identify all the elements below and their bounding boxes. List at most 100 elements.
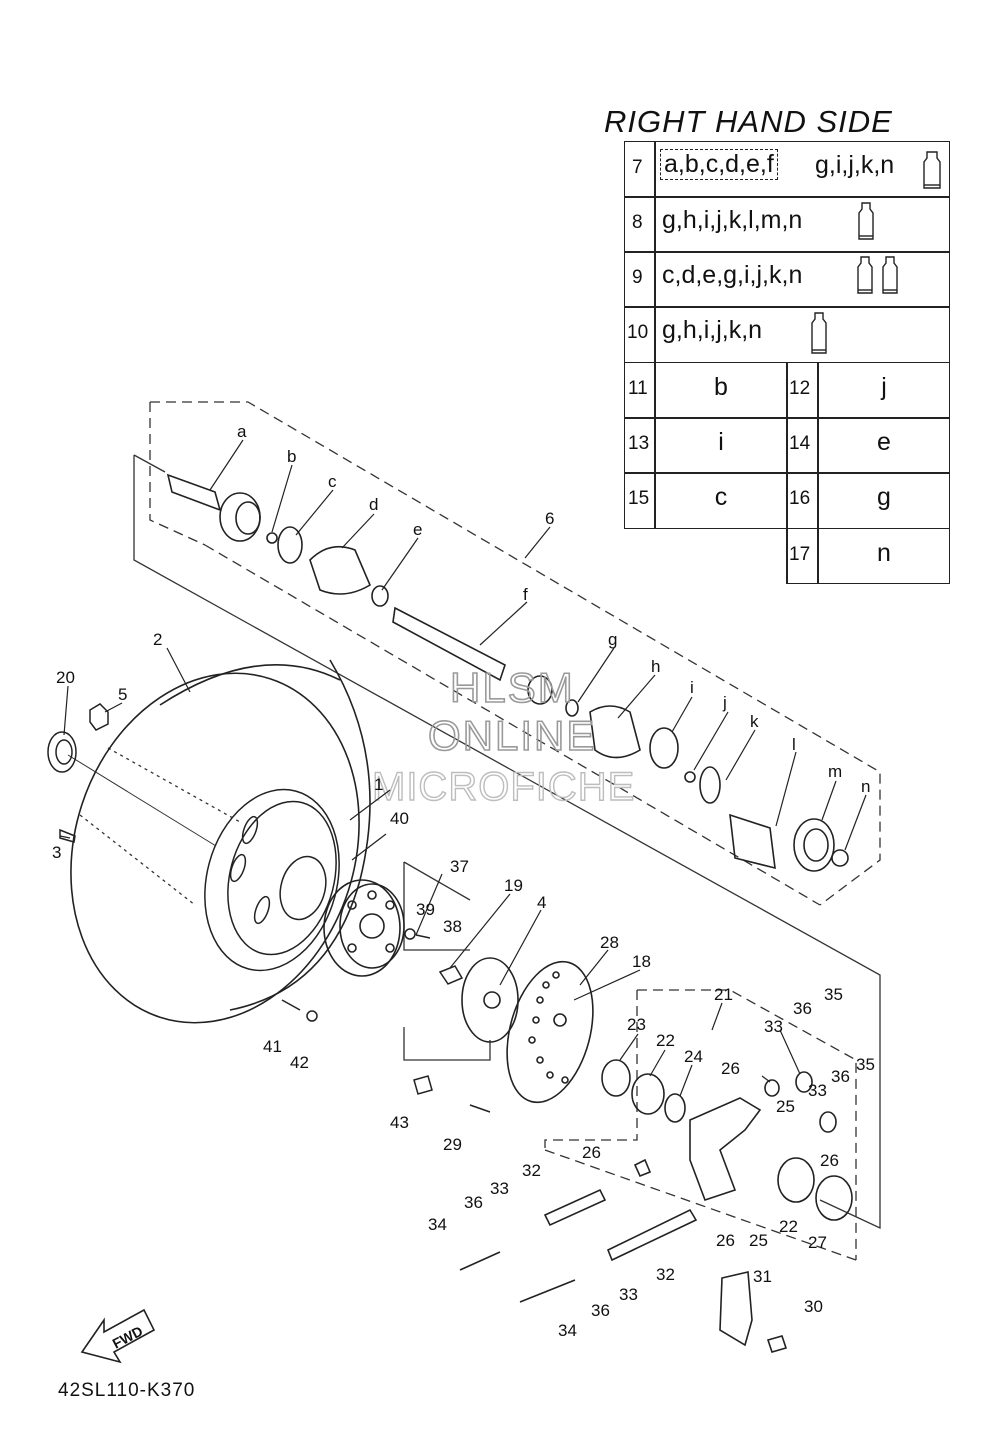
grease-tube-icon: [857, 256, 873, 294]
kit-codes-10: g,h,i,j,k,n: [662, 316, 763, 344]
callout-29: 29: [443, 1135, 462, 1154]
grease-tube-icon: [882, 256, 898, 294]
watermark-line2: ONLINE: [428, 712, 596, 759]
callout-33d: 33: [619, 1285, 638, 1304]
document-code: 42SL110-K370: [58, 1380, 196, 1401]
callout-24: 24: [684, 1047, 703, 1066]
kit-codes-8: g,h,i,j,k,l,m,n: [662, 206, 803, 234]
callout-32a: 32: [522, 1161, 541, 1180]
callout-39: 39: [416, 900, 435, 919]
kit-ref-8: 8: [632, 212, 643, 233]
callout-g: g: [608, 630, 617, 649]
callout-n: n: [861, 777, 870, 796]
kit-boxed-codes-7: a,b,c,d,e,f: [660, 149, 778, 180]
callout-31: 31: [753, 1267, 772, 1286]
callout-21: 21: [714, 985, 733, 1004]
callout-20: 20: [56, 668, 75, 687]
watermark-line1: HLSM: [450, 664, 575, 711]
callout-3: 3: [52, 843, 61, 862]
callout-28: 28: [600, 933, 619, 952]
callout-36a: 36: [793, 999, 812, 1018]
wheel-rim: [204, 788, 340, 972]
callout-18: 18: [632, 952, 651, 971]
side-title: RIGHT HAND SIDE: [604, 104, 893, 139]
callout-c: c: [328, 472, 337, 491]
kit-val-17: n: [877, 539, 891, 567]
callout-34b: 34: [558, 1321, 577, 1340]
steering-knuckle: [459, 1059, 853, 1353]
callout-42: 42: [290, 1053, 309, 1072]
callout-27: 27: [808, 1233, 827, 1252]
callout-6: 6: [545, 509, 554, 528]
kit-val-16: g: [877, 483, 891, 511]
kit-ref-9: 9: [632, 267, 643, 288]
kit-ref-11: 11: [628, 378, 648, 399]
callout-35a: 35: [824, 985, 843, 1004]
callout-j: j: [722, 693, 727, 712]
callout-k: k: [750, 712, 759, 731]
grease-tube-icon: [858, 202, 874, 240]
callout-d: d: [369, 495, 378, 514]
callout-5: 5: [118, 685, 127, 704]
callout-26a: 26: [721, 1059, 740, 1078]
callout-35b: 35: [856, 1055, 875, 1074]
callout-26b: 26: [582, 1143, 601, 1162]
kit-table: [624, 141, 950, 364]
callout-2: 2: [153, 630, 162, 649]
callout-f: f: [523, 585, 528, 604]
callout-36b: 36: [831, 1067, 850, 1086]
callout-1: 1: [374, 775, 383, 794]
callout-23: 23: [627, 1015, 646, 1034]
kit-ref-7: 7: [632, 157, 643, 178]
callout-h: h: [651, 657, 660, 676]
callout-32b: 32: [656, 1265, 675, 1284]
drive-shaft-assembly: [166, 473, 849, 872]
callout-37: 37: [450, 857, 469, 876]
callout-43: 43: [390, 1113, 409, 1132]
kit-ref-10: 10: [627, 322, 649, 343]
fwd-arrow-icon: FWD: [80, 1308, 156, 1364]
callout-m: m: [828, 762, 842, 781]
callout-34a: 34: [428, 1215, 447, 1234]
callout-33c: 33: [490, 1179, 509, 1198]
callout-22b: 22: [779, 1217, 798, 1236]
callout-a: a: [237, 422, 247, 441]
kit-val-11: b: [714, 373, 728, 401]
callout-25b: 25: [749, 1231, 768, 1250]
callout-33a: 33: [764, 1017, 783, 1036]
kit-ref-16: 16: [789, 488, 811, 509]
callout-30: 30: [804, 1297, 823, 1316]
wheel-hub: [323, 879, 405, 977]
kit-codes-9: c,d,e,g,i,j,k,n: [662, 261, 803, 289]
kit-ref-14: 14: [789, 433, 811, 454]
callout-33b: 33: [808, 1081, 827, 1100]
callout-19: 19: [504, 876, 523, 895]
kit-val-15: c: [714, 483, 728, 511]
kit-ref-13: 13: [628, 433, 650, 454]
callout-40: 40: [390, 809, 409, 828]
callout-e: e: [413, 520, 422, 539]
callout-b: b: [287, 447, 296, 466]
callout-36c: 36: [464, 1193, 483, 1212]
kit-val-12: j: [881, 373, 887, 401]
callout-i: i: [690, 678, 694, 697]
kit-val-13: i: [718, 428, 724, 456]
kit-ref-17: 17: [789, 544, 811, 565]
callout-25a: 25: [776, 1097, 795, 1116]
callout-26c: 26: [820, 1151, 839, 1170]
callout-36d: 36: [591, 1301, 610, 1320]
callout-26d: 26: [716, 1231, 735, 1250]
grease-tube-icon: [811, 312, 827, 354]
callout-l: l: [792, 735, 796, 754]
watermark-line3: MICROFICHE: [372, 765, 635, 809]
brake-disc: [461, 957, 594, 1104]
kit-val-14: e: [877, 428, 891, 456]
callout-38: 38: [443, 917, 462, 936]
callout-labels: a b c d e f g h i j k l m n 1 2 3 4 5 6 …: [52, 422, 875, 1340]
callout-41: 41: [263, 1037, 282, 1056]
kit-ref-12: 12: [789, 378, 811, 399]
kit-codes-7: g,i,j,k,n: [815, 151, 895, 179]
callout-4: 4: [537, 893, 546, 912]
